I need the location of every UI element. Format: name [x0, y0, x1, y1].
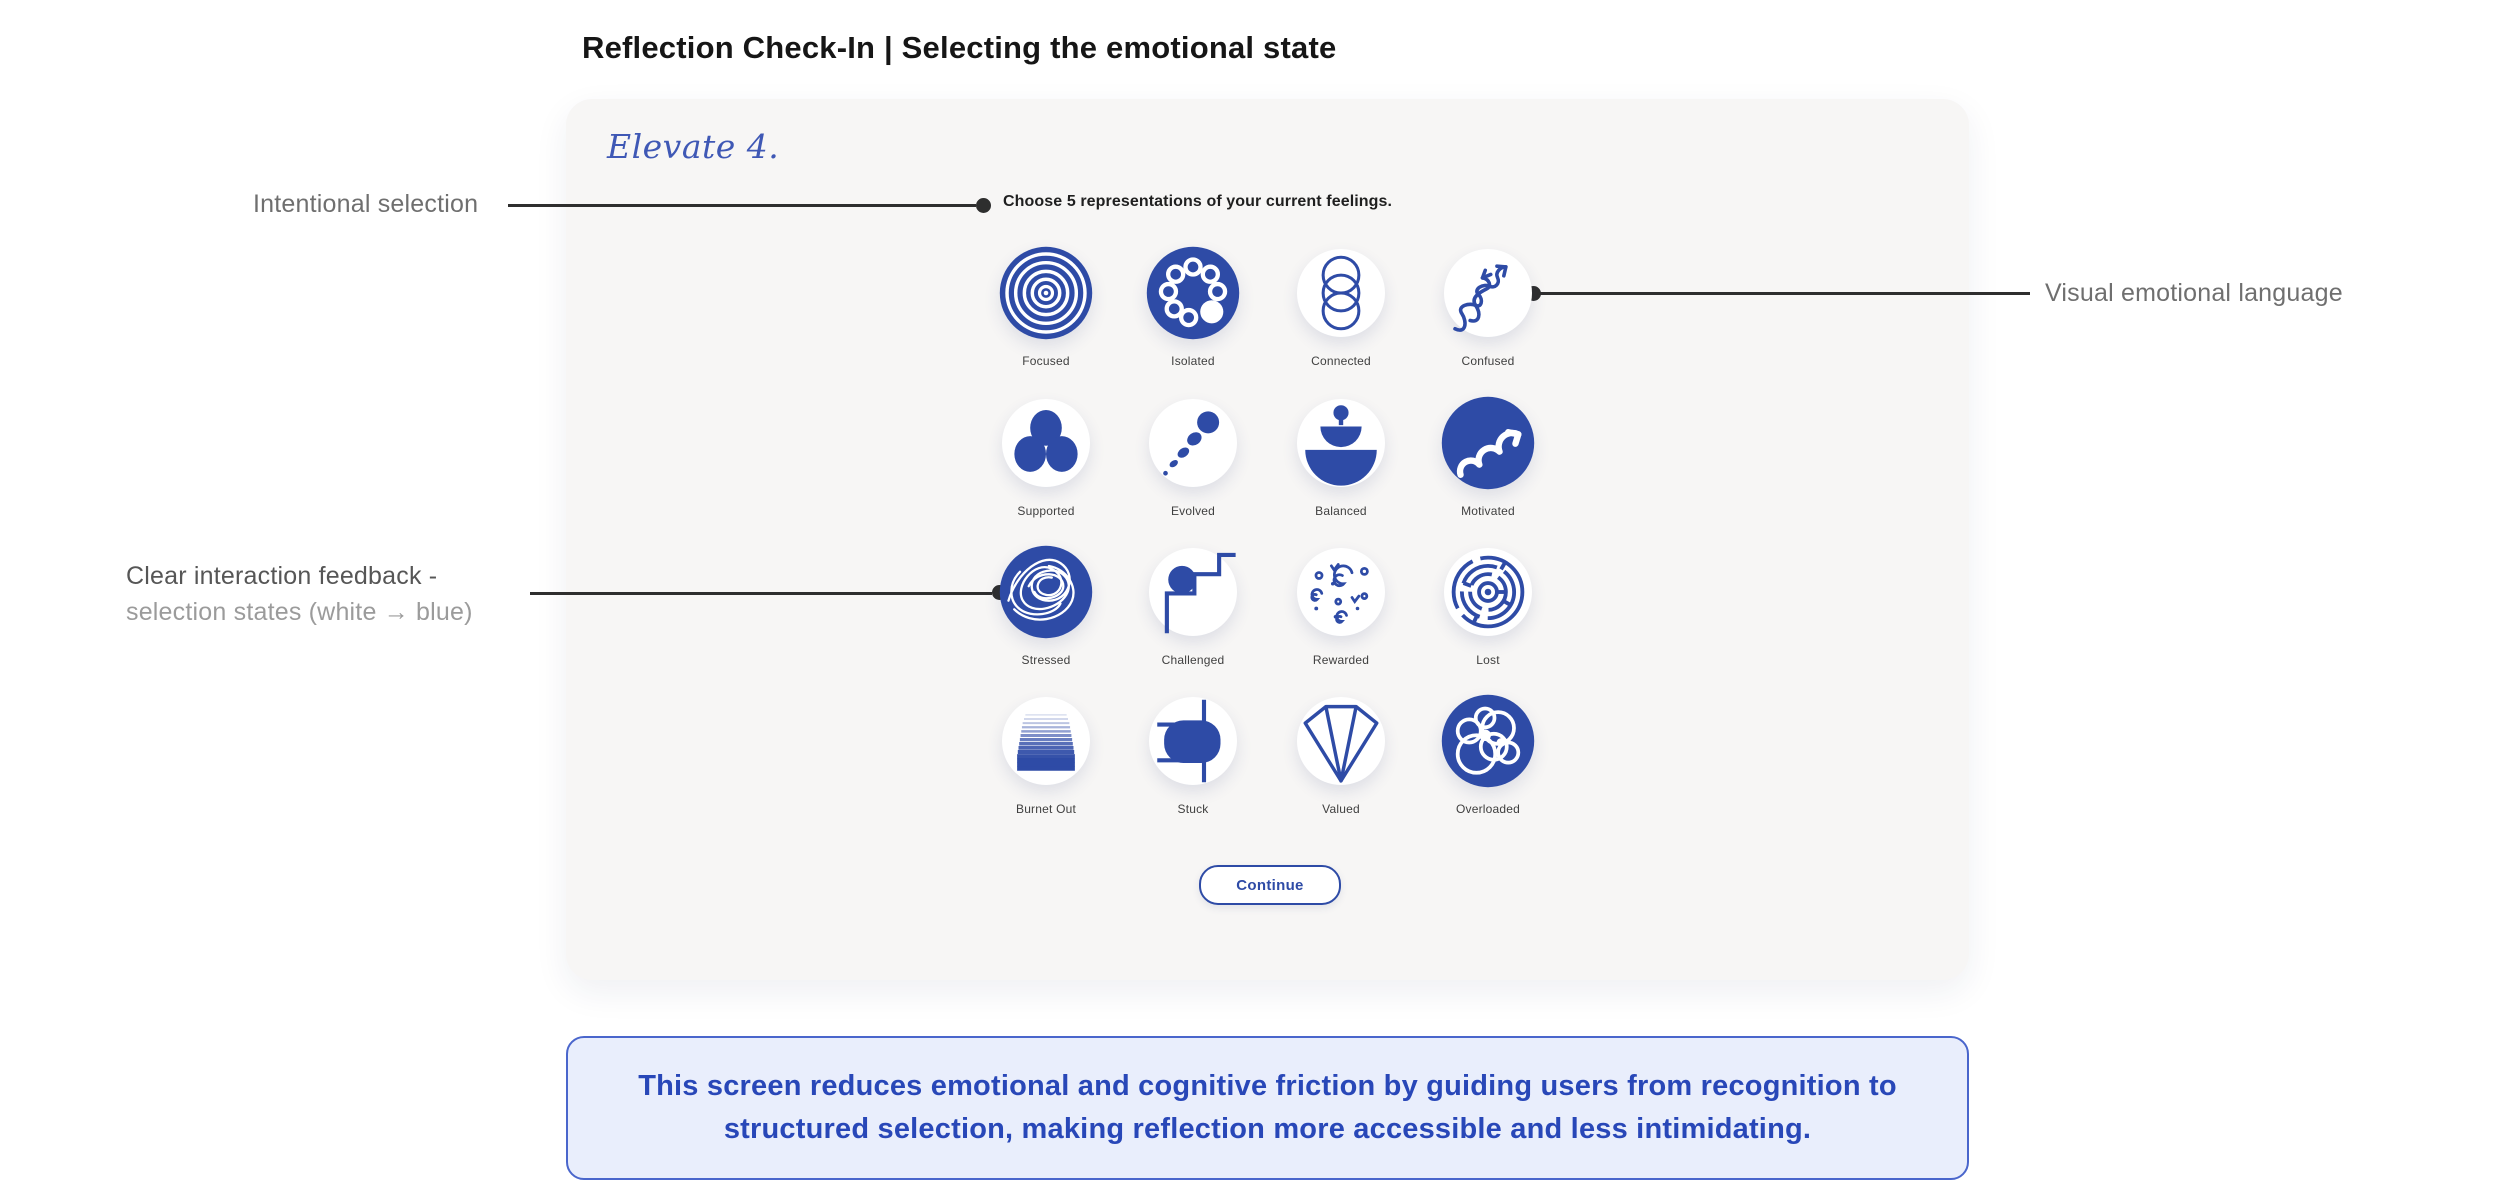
connector-dot [976, 198, 991, 213]
emotion-option-stressed[interactable]: Stressed [976, 545, 1116, 667]
focused-icon[interactable] [999, 246, 1093, 340]
emotion-label: Valued [1322, 802, 1360, 816]
motivated-icon[interactable] [1441, 396, 1535, 490]
connector-line [508, 204, 976, 207]
emotion-label: Challenged [1161, 653, 1225, 667]
emotion-option-rewarded[interactable]: Rewarded [1271, 548, 1411, 667]
annotation-interaction-feedback: Clear interaction feedback - selection s… [126, 558, 473, 630]
explanation-note: This screen reduces emotional and cognit… [566, 1036, 1969, 1180]
emotion-option-connected[interactable]: Connected [1271, 249, 1411, 368]
annotation-intentional-selection: Intentional selection [253, 190, 479, 218]
emotion-label: Balanced [1315, 504, 1367, 518]
emotion-option-lost[interactable]: Lost [1418, 548, 1558, 667]
lost-icon[interactable] [1444, 548, 1532, 636]
emotion-option-burnt-out[interactable]: Burnet Out [976, 697, 1116, 816]
annotation-feedback-line2: selection states (white → blue) [126, 598, 473, 626]
emotion-option-focused[interactable]: Focused [976, 246, 1116, 368]
emotion-label: Confused [1461, 354, 1515, 368]
annotation-visual-language: Visual emotional language [2045, 279, 2343, 307]
emotion-option-confused[interactable]: Confused [1418, 249, 1558, 368]
instruction-text: Choose 5 representations of your current… [1003, 193, 1393, 210]
emotion-label: Stuck [1177, 802, 1209, 816]
emotion-option-valued[interactable]: Valued [1271, 697, 1411, 816]
confused-icon[interactable] [1444, 249, 1532, 337]
emotion-option-balanced[interactable]: Balanced [1271, 399, 1411, 518]
emotion-label: Rewarded [1312, 653, 1370, 667]
emotion-label: Lost [1476, 653, 1500, 667]
emotion-label: Overloaded [1455, 802, 1521, 816]
emotion-label: Evolved [1170, 504, 1216, 518]
emotion-option-stuck[interactable]: Stuck [1123, 697, 1263, 816]
overloaded-icon[interactable] [1441, 694, 1535, 788]
app-logo: Elevate 4. [607, 127, 780, 166]
burnt-out-icon[interactable] [1002, 697, 1090, 785]
annotation-feedback-line1: Clear interaction feedback - [126, 562, 438, 590]
continue-button[interactable]: Continue [1199, 865, 1341, 905]
emotion-label: Supported [1017, 504, 1075, 518]
reflection-card [566, 99, 1969, 980]
connected-icon[interactable] [1297, 249, 1385, 337]
supported-icon[interactable] [1002, 399, 1090, 487]
evolved-icon[interactable] [1149, 399, 1237, 487]
connector-line [1540, 292, 2030, 295]
page-title: Reflection Check-In | Selecting the emot… [582, 30, 1337, 65]
rewarded-icon[interactable] [1297, 548, 1385, 636]
emotion-option-isolated[interactable]: Isolated [1123, 246, 1263, 368]
emotion-label: Motivated [1461, 504, 1515, 518]
emotion-option-challenged[interactable]: Challenged [1123, 548, 1263, 667]
emotion-label: Focused [1022, 354, 1070, 368]
emotion-label: Isolated [1171, 354, 1215, 368]
stuck-icon[interactable] [1149, 697, 1237, 785]
emotion-label: Burnet Out [1015, 802, 1077, 816]
isolated-icon[interactable] [1146, 246, 1240, 340]
emotion-option-supported[interactable]: Supported [976, 399, 1116, 518]
challenged-icon[interactable] [1149, 548, 1237, 636]
emotion-option-evolved[interactable]: Evolved [1123, 399, 1263, 518]
emotion-option-overloaded[interactable]: Overloaded [1418, 694, 1558, 816]
valued-icon[interactable] [1297, 697, 1385, 785]
emotion-option-motivated[interactable]: Motivated [1418, 396, 1558, 518]
emotion-label: Stressed [1021, 653, 1071, 667]
stressed-icon[interactable] [999, 545, 1093, 639]
connector-line [530, 592, 992, 595]
emotion-label: Connected [1311, 354, 1371, 368]
balanced-icon[interactable] [1297, 399, 1385, 487]
explanation-note-text: This screen reduces emotional and cognit… [638, 1070, 1897, 1145]
